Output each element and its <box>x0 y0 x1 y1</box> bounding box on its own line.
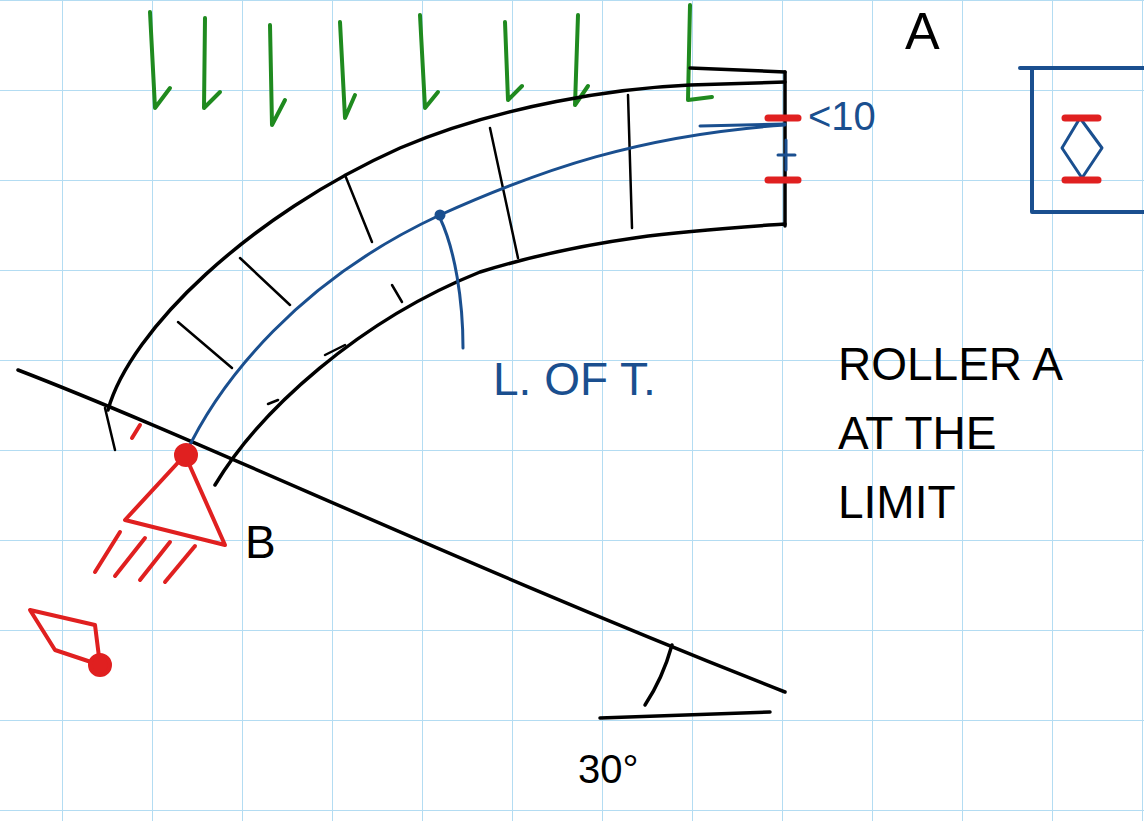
roller-symbol <box>1020 68 1144 212</box>
thrust-line-label: L. OF T. <box>493 352 656 407</box>
support-label: A <box>905 0 940 62</box>
pin-support <box>30 445 225 675</box>
line-of-thrust <box>185 124 795 455</box>
angle-dimension: 30° <box>578 745 639 793</box>
note-text: ROLLER A AT THE LIMIT <box>838 330 1108 537</box>
support-label: B <box>245 515 276 570</box>
eccentricity-note: <10 <box>808 92 876 140</box>
section-limits <box>132 118 798 438</box>
arch-outline <box>18 68 785 718</box>
